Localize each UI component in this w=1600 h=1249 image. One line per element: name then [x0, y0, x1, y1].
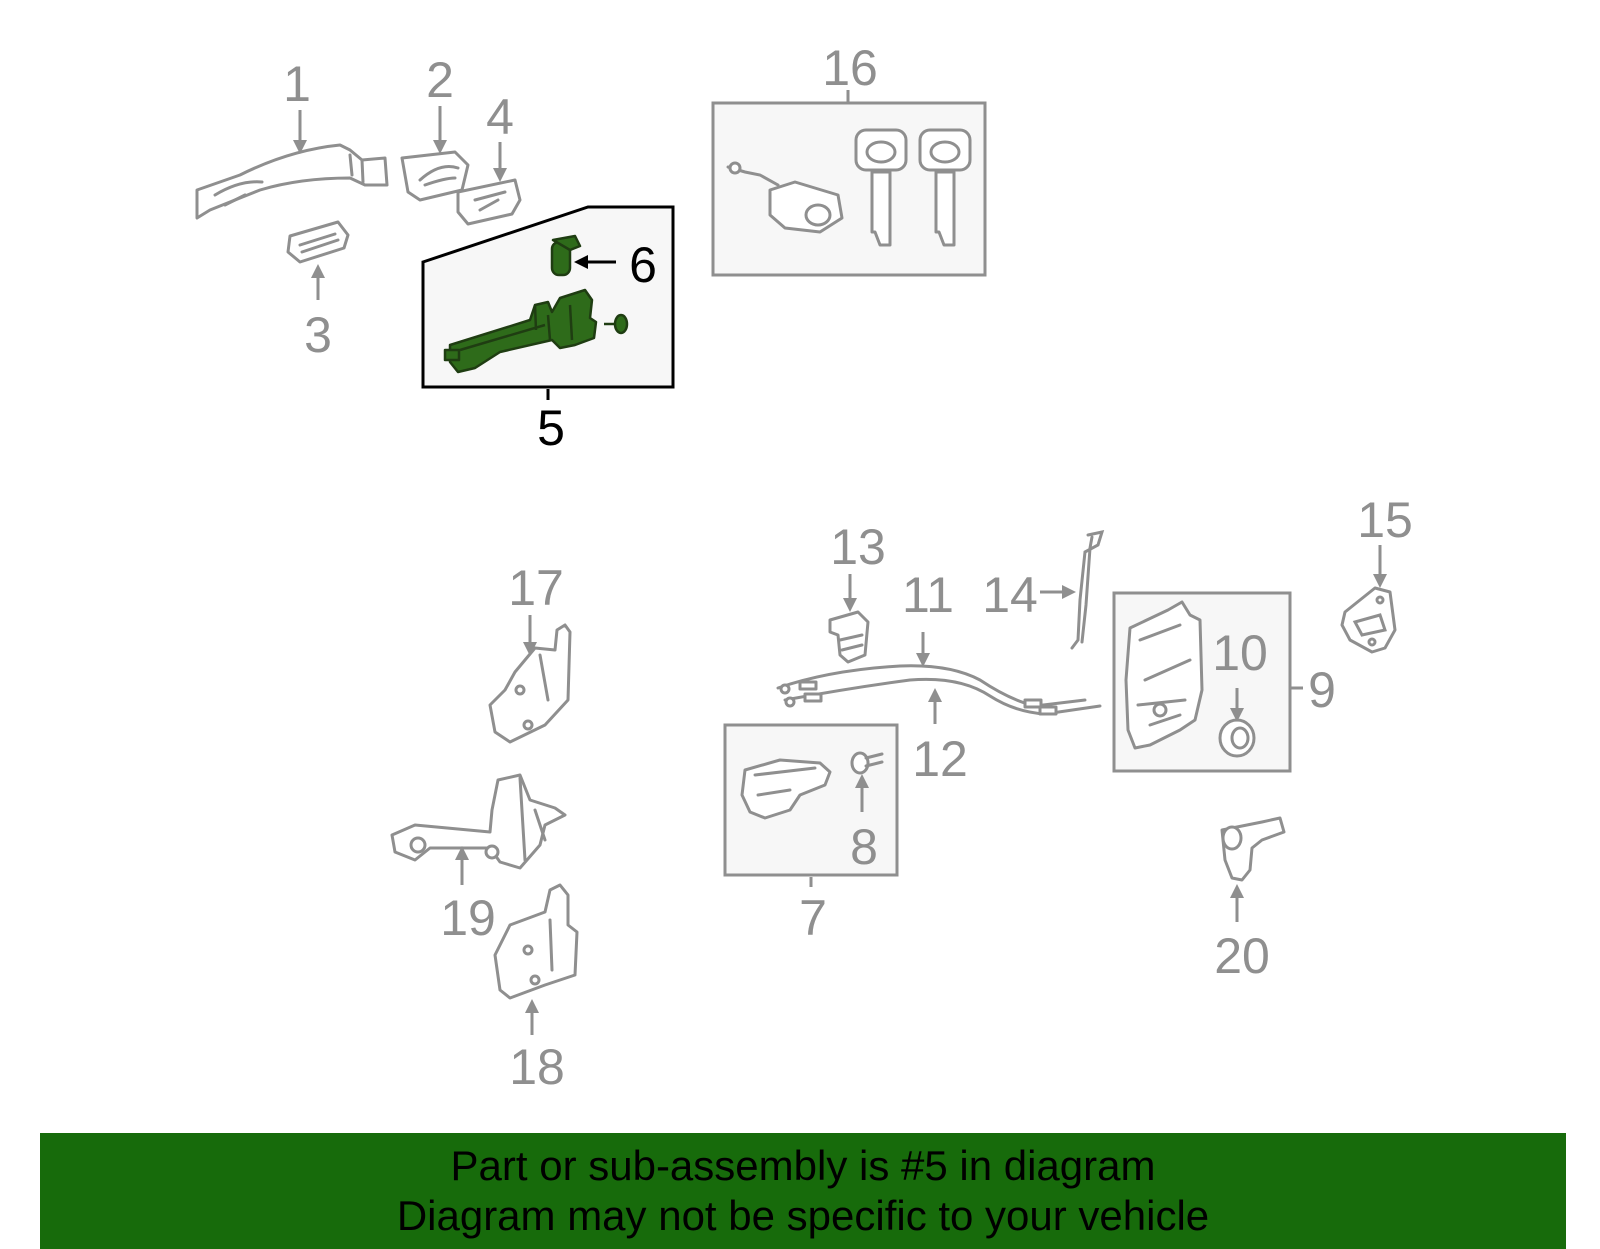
- info-banner: Part or sub-assembly is #5 in diagram Di…: [40, 1133, 1566, 1249]
- callout-8[interactable]: 8: [850, 819, 878, 875]
- callout-7[interactable]: 7: [799, 890, 827, 946]
- parts-diagram: 1 2 3 4 6 5 16: [195, 40, 1413, 1095]
- part-9-door-lock[interactable]: [1124, 600, 1204, 750]
- part-13-clip[interactable]: [828, 610, 870, 664]
- callout-4[interactable]: 4: [486, 89, 514, 145]
- part-11-12-cables[interactable]: [776, 664, 1102, 716]
- part-5-screw[interactable]: [604, 313, 629, 335]
- callout-5[interactable]: 5: [537, 400, 565, 456]
- part-6-cylinder-cover[interactable]: [550, 234, 582, 277]
- callout-20[interactable]: 20: [1214, 928, 1270, 984]
- part-8-screw[interactable]: [850, 751, 884, 775]
- part-16-lock-cylinder[interactable]: [726, 161, 844, 234]
- callout-1[interactable]: 1: [283, 56, 311, 112]
- part-1-outside-handle[interactable]: [195, 143, 389, 220]
- part-15-striker[interactable]: [1340, 586, 1397, 654]
- callout-16[interactable]: 16: [822, 40, 878, 96]
- callout-19[interactable]: 19: [440, 890, 496, 946]
- banner-line-2: Diagram may not be specific to your vehi…: [396, 1192, 1210, 1239]
- part-5-handle-frame[interactable]: [443, 288, 598, 374]
- callout-12[interactable]: 12: [912, 731, 968, 787]
- callout-18[interactable]: 18: [509, 1039, 565, 1095]
- part-17-upper-hinge[interactable]: [488, 623, 572, 744]
- part-19-door-check[interactable]: [390, 773, 567, 870]
- part-7-inside-handle[interactable]: [740, 758, 832, 820]
- callout-10[interactable]: 10: [1212, 625, 1268, 681]
- part-14-lock-rod[interactable]: [1070, 529, 1105, 650]
- callout-11[interactable]: 11: [902, 567, 954, 623]
- part-3-handle-pad[interactable]: [286, 220, 350, 264]
- part-16-key-2[interactable]: [918, 128, 972, 247]
- callout-13[interactable]: 13: [830, 519, 886, 575]
- callout-2[interactable]: 2: [426, 52, 454, 108]
- callout-17[interactable]: 17: [508, 560, 564, 616]
- part-20-courtesy-switch[interactable]: [1220, 816, 1286, 882]
- callout-6[interactable]: 6: [629, 237, 657, 293]
- part-10-grommet[interactable]: [1218, 718, 1256, 758]
- callout-3[interactable]: 3: [304, 307, 332, 363]
- part-4-handle-pad[interactable]: [456, 178, 522, 226]
- callout-15[interactable]: 15: [1357, 492, 1413, 548]
- banner-line-1: Part or sub-assembly is #5 in diagram: [450, 1142, 1156, 1189]
- part-18-lower-hinge[interactable]: [493, 883, 579, 1000]
- part-16-key-1[interactable]: [854, 128, 908, 247]
- callout-9[interactable]: 9: [1308, 662, 1336, 718]
- callout-14[interactable]: 14: [982, 567, 1038, 623]
